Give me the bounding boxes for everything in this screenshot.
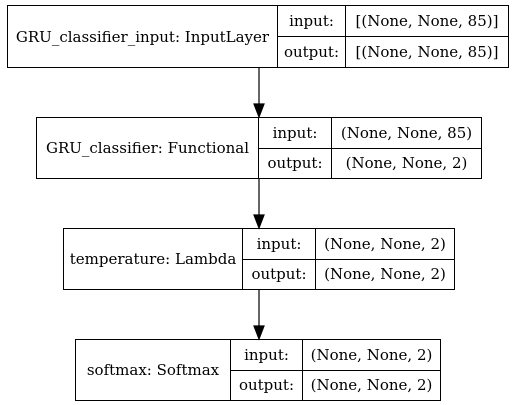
node-port-values: [(None, None, 85)] [(None, None, 85)] bbox=[346, 6, 508, 67]
input-label: input: bbox=[231, 340, 302, 371]
output-shape: [(None, None, 85)] bbox=[355, 43, 499, 61]
input-shape: (None, None, 2) bbox=[303, 340, 440, 371]
node-port-labels: input: output: bbox=[243, 229, 316, 289]
input-label: input: bbox=[259, 118, 331, 149]
input-shape: (None, None, 85) bbox=[332, 118, 481, 149]
node-temperature: temperature: Lambda input: output: (None… bbox=[63, 228, 455, 290]
output-shape: (None, None, 2) bbox=[345, 154, 468, 173]
node-port-values: (None, None, 2) (None, None, 2) bbox=[316, 229, 454, 289]
output-label: output: bbox=[251, 265, 307, 284]
node-title: softmax: Softmax bbox=[76, 340, 231, 400]
input-label: input: bbox=[243, 229, 315, 260]
node-title: temperature: Lambda bbox=[64, 229, 243, 289]
node-softmax: softmax: Softmax input: output: (None, N… bbox=[75, 339, 441, 401]
input-shape: [(None, None, 85)] bbox=[346, 6, 508, 37]
node-port-labels: input: output: bbox=[259, 118, 332, 178]
node-gru-classifier: GRU_classifier: Functional input: output… bbox=[36, 117, 482, 179]
node-title: GRU_classifier_input: InputLayer bbox=[8, 6, 278, 67]
edge-arrow-3 bbox=[253, 290, 265, 341]
edge-arrow-1 bbox=[253, 68, 265, 119]
node-port-labels: input: output: bbox=[278, 6, 346, 67]
edge-arrow-2 bbox=[253, 179, 265, 230]
input-shape: (None, None, 2) bbox=[316, 229, 454, 260]
node-port-values: (None, None, 2) (None, None, 2) bbox=[303, 340, 440, 400]
node-title: GRU_classifier: Functional bbox=[37, 118, 259, 178]
output-shape: (None, None, 2) bbox=[310, 376, 433, 395]
output-label: output: bbox=[283, 43, 340, 61]
input-label: input: bbox=[278, 6, 345, 37]
output-label: output: bbox=[267, 154, 323, 173]
output-shape: (None, None, 2) bbox=[324, 265, 446, 284]
node-port-values: (None, None, 85) (None, None, 2) bbox=[332, 118, 481, 178]
node-input-layer: GRU_classifier_input: InputLayer input: … bbox=[7, 5, 509, 68]
node-port-labels: input: output: bbox=[231, 340, 303, 400]
output-label: output: bbox=[238, 376, 295, 395]
